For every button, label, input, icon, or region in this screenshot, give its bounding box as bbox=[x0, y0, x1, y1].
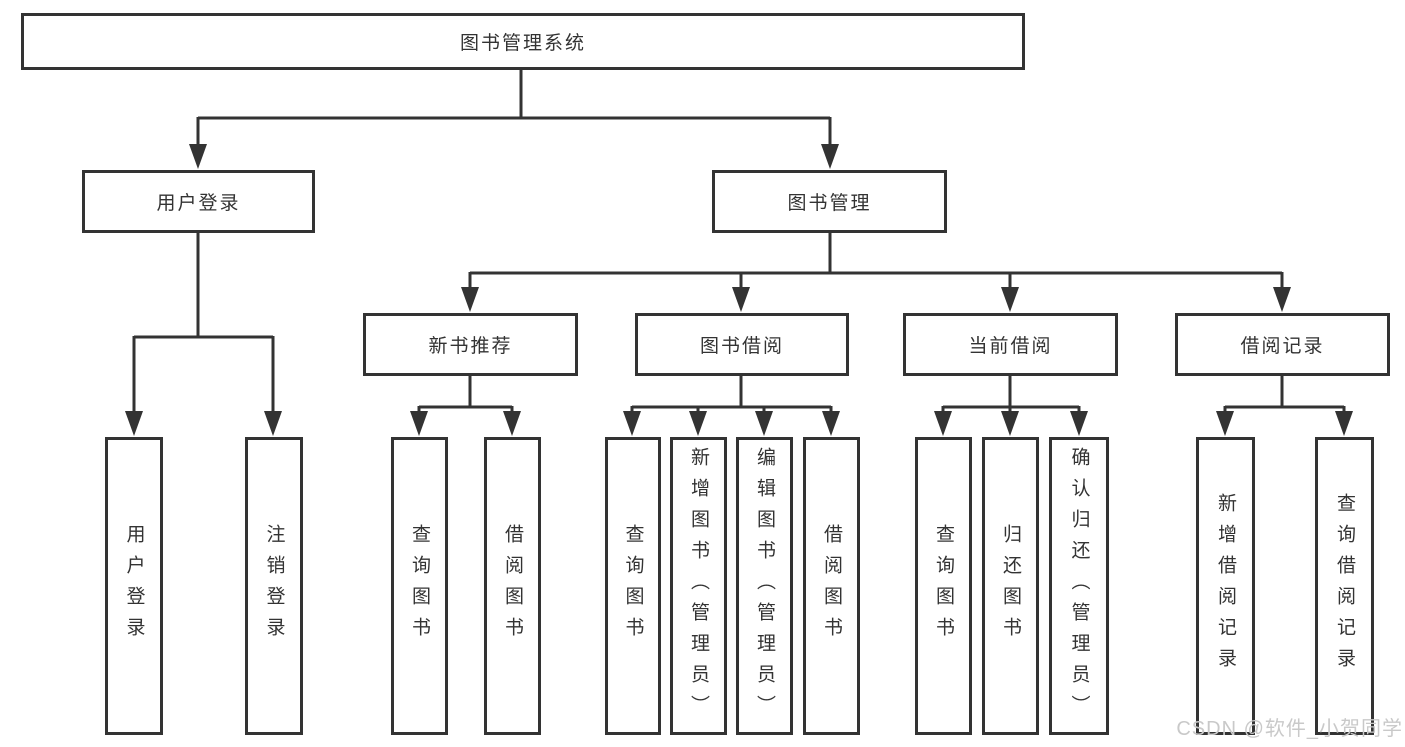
node-label: 借阅图书 bbox=[821, 524, 842, 648]
node-label: 图书管理 bbox=[787, 193, 872, 214]
node-label: 注销登录 bbox=[263, 524, 285, 648]
leaf-add-borrow-record: 新增借阅记录 bbox=[1196, 437, 1255, 735]
node-book-borrowing: 图书借阅 bbox=[635, 313, 849, 376]
node-label: 查询借阅记录 bbox=[1334, 493, 1355, 679]
node-label: 编辑图书（管理员） bbox=[754, 446, 775, 726]
node-label: 用户登录 bbox=[123, 524, 145, 648]
node-current-borrowing: 当前借阅 bbox=[903, 313, 1118, 376]
node-user-login: 用户登录 bbox=[82, 170, 315, 233]
leaf-edit-books-admin: 编辑图书（管理员） bbox=[736, 437, 793, 735]
leaf-query-books-borrowing: 查询图书 bbox=[605, 437, 661, 735]
leaf-add-books-admin: 新增图书（管理员） bbox=[670, 437, 727, 735]
leaf-borrow-books-borrowing: 借阅图书 bbox=[803, 437, 860, 735]
leaf-query-books-recommend: 查询图书 bbox=[391, 437, 448, 735]
node-label: 借阅记录 bbox=[1240, 336, 1325, 357]
leaf-confirm-return-admin: 确认归还（管理员） bbox=[1049, 437, 1109, 735]
leaf-query-books-current: 查询图书 bbox=[915, 437, 972, 735]
node-label: 当前借阅 bbox=[968, 336, 1053, 357]
node-label: 查询图书 bbox=[933, 524, 954, 648]
node-label: 查询图书 bbox=[409, 524, 430, 648]
leaf-user-login: 用户登录 bbox=[105, 437, 163, 735]
leaf-return-books: 归还图书 bbox=[982, 437, 1039, 735]
node-label: 新书推荐 bbox=[428, 336, 513, 357]
leaf-query-borrow-record: 查询借阅记录 bbox=[1315, 437, 1374, 735]
node-root-system: 图书管理系统 bbox=[21, 13, 1025, 70]
node-label: 借阅图书 bbox=[502, 524, 523, 648]
node-label: 图书管理系统 bbox=[459, 33, 586, 54]
node-new-book-recommend: 新书推荐 bbox=[363, 313, 578, 376]
arrowheads bbox=[125, 144, 1353, 436]
leaf-borrow-books-recommend: 借阅图书 bbox=[484, 437, 541, 735]
node-label: 图书借阅 bbox=[699, 336, 784, 357]
leaf-logout: 注销登录 bbox=[245, 437, 303, 735]
node-label: 新增图书（管理员） bbox=[688, 446, 709, 726]
node-book-management: 图书管理 bbox=[712, 170, 947, 233]
node-label: 查询图书 bbox=[622, 524, 644, 648]
node-label: 确认归还（管理员） bbox=[1068, 446, 1090, 726]
node-label: 归还图书 bbox=[1000, 524, 1021, 648]
node-borrowing-records: 借阅记录 bbox=[1175, 313, 1390, 376]
node-label: 新增借阅记录 bbox=[1215, 493, 1236, 679]
csdn-watermark: CSDN @软件_小贺同学 bbox=[1176, 718, 1403, 740]
node-label: 用户登录 bbox=[156, 193, 241, 214]
